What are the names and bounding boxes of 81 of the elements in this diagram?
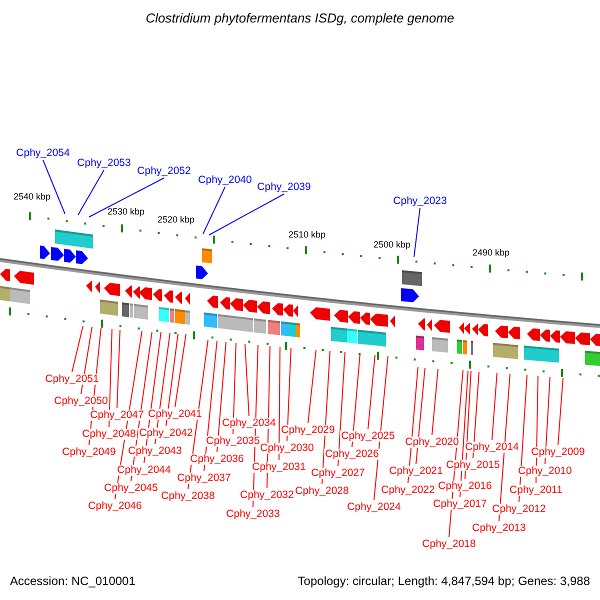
- gene-label: Cphy_2015: [445, 460, 501, 470]
- gene-label: Cphy_2018: [421, 538, 477, 550]
- gene-label: Cphy_2028: [294, 486, 350, 496]
- leader-line: [558, 378, 564, 446]
- gene-label: Cphy_2013: [471, 522, 527, 534]
- leader-line: [352, 354, 360, 448]
- gene-label: Cphy_2033: [225, 508, 281, 520]
- gene-label: Cphy_2050: [53, 396, 109, 406]
- gene-label: Cphy_2043: [127, 446, 183, 456]
- scale-label: 2490 kbp: [472, 248, 510, 258]
- gene-label: Cphy_2042: [138, 428, 194, 438]
- leader-line: [414, 208, 420, 258]
- leader-line: [88, 178, 164, 218]
- accession-text: Accession: NC_010001: [10, 575, 136, 587]
- leader-line: [368, 354, 376, 430]
- leader-line: [544, 376, 550, 464]
- leader-line: [338, 352, 346, 466]
- leader-line: [78, 170, 104, 216]
- gene-label: Cphy_2024: [346, 502, 402, 512]
- gene-label: Cphy_2014: [464, 442, 520, 452]
- leader-line: [166, 334, 178, 426]
- scale-label: 2540 kbp: [13, 192, 51, 202]
- map-title: Clostridium phytofermentans ISDg, complete genome: [146, 12, 454, 24]
- scale-label: 2500 kbp: [373, 240, 411, 250]
- gene-label: Cphy_2025: [340, 430, 396, 442]
- gene-label: Cphy_2046: [87, 500, 143, 512]
- gene-label: Cphy_2017: [432, 498, 488, 510]
- leader-line: [116, 330, 120, 408]
- gene-label: Cphy_2039: [257, 182, 311, 192]
- leader-line: [416, 368, 426, 464]
- leader-line: [472, 372, 480, 458]
- gene-label: Cphy_2010: [517, 466, 573, 476]
- gene-label: Cphy_2011: [508, 484, 564, 496]
- genome-info-text: Topology: circular; Length: 4,847,594 bp; Genes: 3,988: [298, 575, 590, 587]
- gene-label: Cphy_2022: [380, 484, 436, 496]
- gene-label: Cphy_2052: [137, 166, 191, 176]
- leader-line: [208, 194, 284, 236]
- leader-line: [244, 344, 250, 416]
- leader-line: [232, 342, 236, 434]
- gene-label: Cphy_2036: [189, 454, 245, 464]
- gene-label: Cphy_2020: [404, 436, 460, 448]
- gene-label: Cphy_2054: [16, 148, 70, 158]
- gene-label: Cphy_2031: [251, 462, 307, 472]
- leader-line: [374, 356, 388, 500]
- scale-label: 2530 kbp: [107, 208, 145, 216]
- gene-label: Cphy_2035: [205, 436, 261, 446]
- scale-label: 2510 kbp: [288, 230, 326, 240]
- gene-label: Cphy_2037: [176, 472, 232, 484]
- gene-label: Cphy_2047: [89, 410, 145, 420]
- gene-label: Cphy_2045: [103, 482, 159, 494]
- gene-label: Cphy_2040: [198, 174, 252, 186]
- gene-label: Cphy_2026: [324, 448, 380, 460]
- gene-label: Cphy_2051: [44, 374, 100, 384]
- gene-label: Cphy_2048: [81, 428, 137, 440]
- gene-label: Cphy_2012: [491, 504, 547, 514]
- gene-label: Cphy_2009: [530, 446, 586, 458]
- gene-label: Cphy_2016: [437, 480, 493, 492]
- gene-label: Cphy_2027: [310, 468, 366, 478]
- gene-label: Cphy_2044: [116, 464, 172, 476]
- leader-line: [216, 342, 226, 452]
- leader-line: [432, 368, 438, 436]
- gene-label: Cphy_2049: [61, 446, 117, 458]
- gene-label: Cphy_2053: [77, 158, 131, 168]
- leader-line: [42, 160, 66, 214]
- leader-line: [278, 346, 280, 460]
- gene-label: Cphy_2038: [160, 490, 216, 502]
- gene-label: Cphy_2032: [239, 490, 295, 500]
- scale-label: 2520 kbp: [157, 216, 195, 224]
- leader-line: [108, 328, 112, 428]
- gene-label: Cphy_2034: [221, 418, 277, 428]
- gene-label: Cphy_2029: [280, 424, 336, 436]
- leader-line: [202, 186, 226, 234]
- gene-label: Cphy_2041: [147, 408, 203, 420]
- leader-line: [308, 350, 316, 424]
- leader-line: [492, 372, 498, 440]
- gene-label: Cphy_2023: [393, 196, 447, 206]
- leader-line: [286, 348, 292, 442]
- leader-line: [72, 326, 84, 372]
- gene-label: Cphy_2021: [388, 466, 444, 476]
- leader-line: [174, 334, 186, 408]
- gene-label: Cphy_2030: [259, 442, 315, 454]
